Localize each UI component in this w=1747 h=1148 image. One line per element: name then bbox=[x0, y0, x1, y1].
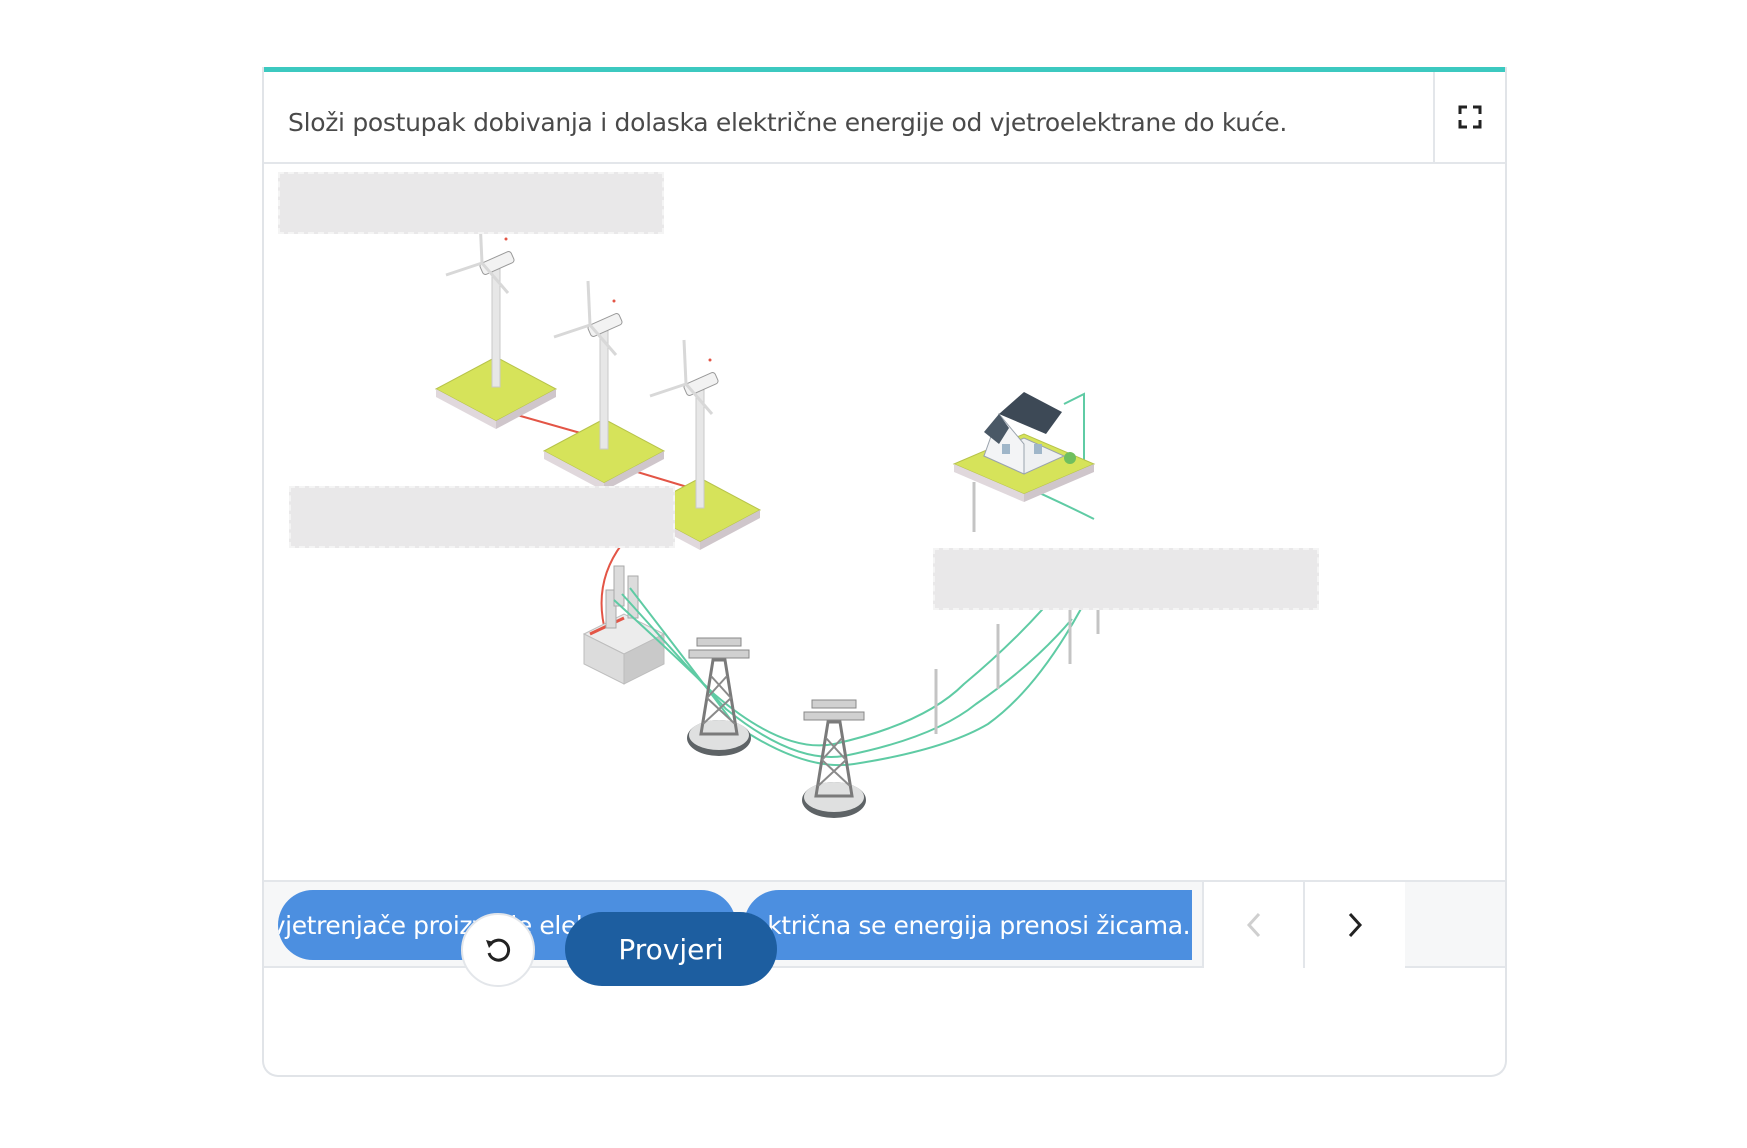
answer-tray: vjetrenjače proizvode električnu ener...… bbox=[264, 880, 1505, 968]
chevron-left-icon bbox=[1246, 912, 1260, 938]
accent-bar bbox=[264, 67, 1505, 72]
fullscreen-button[interactable] bbox=[1433, 72, 1505, 162]
answer-chip-2[interactable]: električna se energija prenosi žicama... bbox=[744, 890, 1192, 960]
wind-to-house-illustration bbox=[434, 217, 1100, 820]
drop-zone-1[interactable] bbox=[278, 172, 664, 234]
reset-button[interactable] bbox=[461, 913, 535, 987]
fullscreen-icon bbox=[1458, 105, 1482, 129]
question-text: Složi postupak dobivanja i dolaska elekt… bbox=[288, 108, 1287, 137]
check-button[interactable]: Provjeri bbox=[565, 912, 777, 986]
drop-zone-3[interactable] bbox=[933, 548, 1319, 610]
chevron-right-icon bbox=[1348, 912, 1363, 938]
illustration-stage bbox=[264, 164, 1505, 880]
drop-zone-2[interactable] bbox=[289, 486, 675, 548]
activity-card: Složi postupak dobivanja i dolaska elekt… bbox=[262, 67, 1507, 1077]
question-header: Složi postupak dobivanja i dolaska elekt… bbox=[264, 72, 1505, 164]
reset-icon bbox=[486, 938, 511, 962]
tray-prev-button[interactable] bbox=[1202, 882, 1303, 968]
tray-next-button[interactable] bbox=[1303, 882, 1405, 968]
